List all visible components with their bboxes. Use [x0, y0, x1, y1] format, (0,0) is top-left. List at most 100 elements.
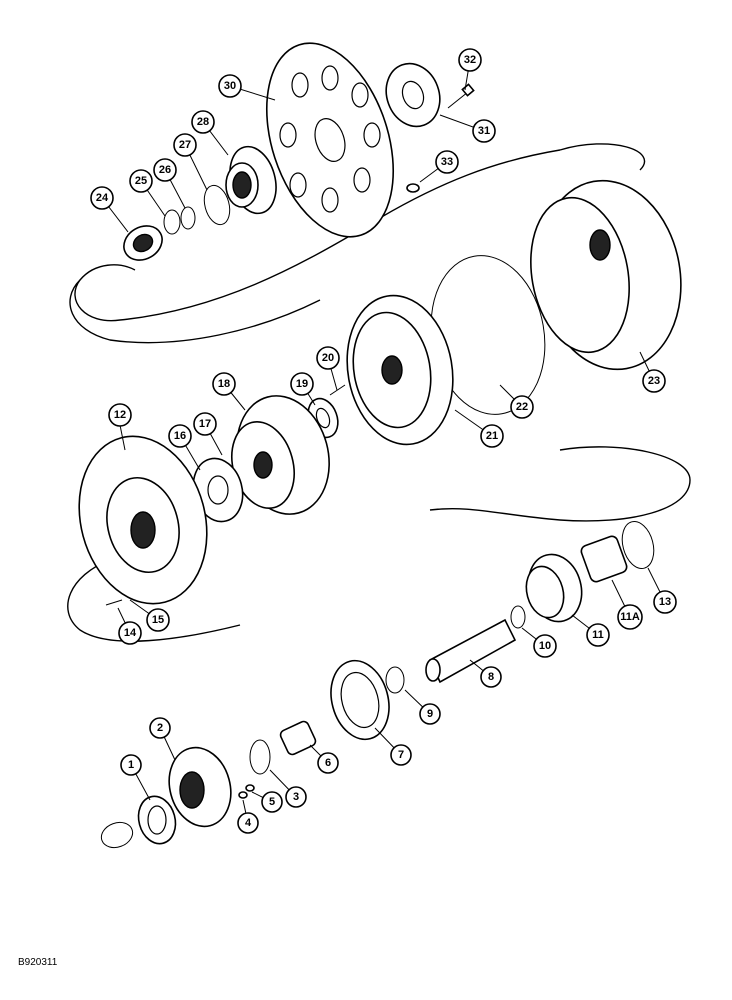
seal-part-1 — [137, 795, 177, 845]
callout-19: 19 — [290, 372, 314, 396]
seal-plate-part-7 — [330, 659, 390, 741]
pump-housing-part-12 — [78, 435, 208, 605]
loose-ring — [100, 821, 134, 849]
callout-31: 31 — [472, 119, 496, 143]
bushing-part-11a — [580, 535, 628, 583]
callout-14: 14 — [118, 621, 142, 645]
svg-text:18: 18 — [218, 378, 230, 390]
callout-18: 18 — [212, 372, 236, 396]
svg-text:16: 16 — [174, 430, 186, 442]
svg-text:15: 15 — [152, 614, 164, 626]
svg-text:24: 24 — [96, 192, 109, 204]
ring-part-25 — [163, 209, 181, 235]
reference-code: B920311 — [18, 957, 58, 968]
callout-25: 25 — [129, 169, 153, 193]
callout-28: 28 — [191, 110, 215, 134]
svg-text:5: 5 — [269, 796, 275, 808]
bolt-part-14 — [105, 599, 123, 606]
callout-12: 12 — [108, 403, 132, 427]
svg-text:1: 1 — [128, 759, 134, 771]
svg-text:27: 27 — [179, 139, 191, 151]
svg-text:23: 23 — [648, 375, 660, 387]
callout-21: 21 — [480, 424, 504, 448]
hub-part-28 — [225, 145, 277, 215]
svg-text:14: 14 — [124, 627, 137, 639]
shaft-part-8 — [425, 618, 517, 684]
callout-27: 27 — [173, 133, 197, 157]
callout-17: 17 — [193, 412, 217, 436]
svg-text:3: 3 — [293, 791, 299, 803]
svg-text:31: 31 — [478, 125, 490, 137]
callout-32: 32 — [458, 48, 482, 72]
key-part-4 — [238, 791, 248, 799]
svg-text:33: 33 — [441, 156, 453, 168]
assembly-path-middle — [67, 446, 691, 642]
housing-part-23 — [530, 179, 682, 371]
ring-part-27 — [203, 184, 231, 226]
callout-3: 3 — [285, 786, 307, 808]
callout-20: 20 — [316, 346, 340, 370]
gasket-hole-16 — [207, 475, 229, 505]
gear-part-11 — [525, 553, 583, 623]
assembly-path-upper-loop — [69, 279, 321, 344]
ring-part-13 — [621, 520, 655, 570]
svg-text:30: 30 — [224, 80, 236, 92]
bearing-part-24 — [123, 225, 163, 261]
callout-8: 8 — [480, 666, 502, 688]
flange-part-2 — [168, 746, 232, 828]
callout-13: 13 — [653, 590, 677, 614]
callout-23: 23 — [642, 369, 666, 393]
callout-1: 1 — [120, 754, 142, 776]
callout-7: 7 — [390, 744, 412, 766]
callout-10: 10 — [533, 634, 557, 658]
callout-9: 9 — [419, 703, 441, 725]
svg-text:19: 19 — [296, 378, 308, 390]
callout-24: 24 — [90, 186, 114, 210]
assembly-path-upper — [74, 143, 646, 322]
svg-text:20: 20 — [322, 352, 334, 364]
backing-plate-part-31 — [385, 62, 441, 128]
svg-text:26: 26 — [159, 164, 171, 176]
callout-4: 4 — [237, 812, 259, 834]
callout-33: 33 — [435, 150, 459, 174]
svg-text:7: 7 — [398, 749, 404, 761]
svg-text:12: 12 — [114, 409, 126, 421]
callout-2: 2 — [149, 717, 171, 739]
bolt-part-32 — [447, 83, 475, 109]
callout-16: 16 — [168, 424, 192, 448]
ring-part-9 — [385, 666, 405, 694]
ring-part-3 — [249, 739, 271, 775]
svg-text:28: 28 — [197, 116, 209, 128]
callout-15: 15 — [146, 608, 170, 632]
reaction-member-part-21 — [346, 294, 454, 446]
svg-text:22: 22 — [516, 401, 528, 413]
callout-22: 22 — [510, 395, 534, 419]
svg-text:13: 13 — [659, 596, 671, 608]
svg-text:10: 10 — [539, 640, 551, 652]
nut-part-33 — [406, 183, 420, 193]
callout-5: 5 — [261, 791, 283, 813]
callout-26: 26 — [153, 158, 177, 182]
callout-11a: 11A — [617, 604, 643, 630]
callout-30: 30 — [218, 74, 242, 98]
drive-plate-part-30 — [265, 42, 395, 238]
svg-text:9: 9 — [427, 708, 433, 720]
callout-11: 11 — [586, 623, 610, 647]
svg-text:32: 32 — [464, 54, 476, 66]
svg-text:6: 6 — [325, 757, 331, 769]
stator-part-18 — [231, 395, 330, 515]
svg-text:11: 11 — [592, 629, 604, 641]
svg-text:4: 4 — [245, 817, 252, 829]
sleeve-part-6 — [279, 720, 317, 756]
svg-text:8: 8 — [488, 671, 494, 683]
svg-text:21: 21 — [486, 430, 498, 442]
bolt-part-20 — [329, 384, 346, 396]
svg-text:2: 2 — [157, 722, 163, 734]
svg-text:11A: 11A — [620, 611, 640, 623]
ring-part-10 — [510, 605, 526, 629]
svg-text:17: 17 — [199, 418, 211, 430]
callout-6: 6 — [317, 752, 339, 774]
svg-text:25: 25 — [135, 175, 147, 187]
ring-part-26 — [180, 206, 196, 230]
